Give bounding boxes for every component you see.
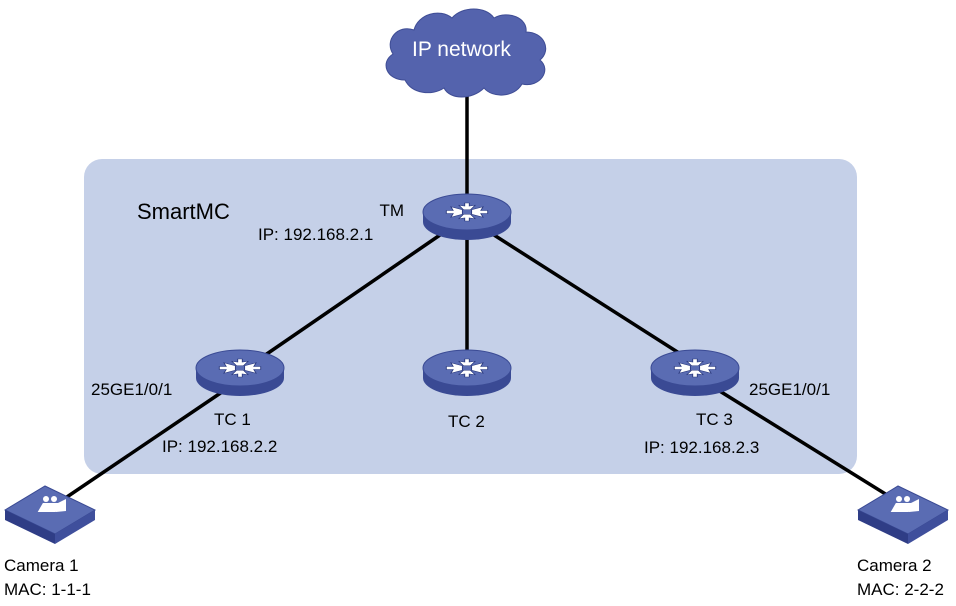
- tc1-port-label: 25GE1/0/1: [91, 380, 173, 399]
- link-tc3-camera2: [716, 388, 902, 505]
- camera1-name-label: Camera 1: [4, 556, 79, 575]
- camera-icon-2[interactable]: [856, 485, 950, 544]
- tc1-ip-label: IP: 192.168.2.2: [162, 437, 278, 456]
- camera-icon-1[interactable]: [3, 485, 97, 544]
- smartmc-domain-area: [84, 159, 857, 474]
- tc3-port-label: 25GE1/0/1: [749, 380, 831, 399]
- switch-icon-tc1[interactable]: [195, 349, 285, 396]
- tc2-name-label: TC 2: [448, 412, 485, 431]
- ip-network-label: IP network: [412, 38, 511, 61]
- switch-icon-tc2[interactable]: [422, 349, 512, 396]
- tm-name-label: TM: [379, 201, 404, 220]
- tc3-ip-label: IP: 192.168.2.3: [644, 438, 760, 457]
- tc3-name-label: TC 3: [696, 410, 733, 429]
- tc1-name-label: TC 1: [214, 410, 251, 429]
- camera2-name-label: Camera 2: [857, 556, 932, 575]
- links: [56, 86, 902, 505]
- ip-network-cloud: [385, 8, 547, 98]
- link-tc1-camera1: [56, 388, 227, 505]
- tm-ip-label: IP: 192.168.2.1: [258, 225, 374, 244]
- camera2-mac-label: MAC: 2-2-2: [857, 580, 944, 599]
- link-tm-tc1: [256, 233, 442, 362]
- camera1-mac-label: MAC: 1-1-1: [4, 580, 91, 599]
- switch-icon-tm[interactable]: [422, 193, 512, 240]
- switch-icon-tc3[interactable]: [650, 349, 740, 396]
- smartmc-domain-label: SmartMC: [137, 199, 230, 224]
- link-tm-tc3: [492, 233, 692, 362]
